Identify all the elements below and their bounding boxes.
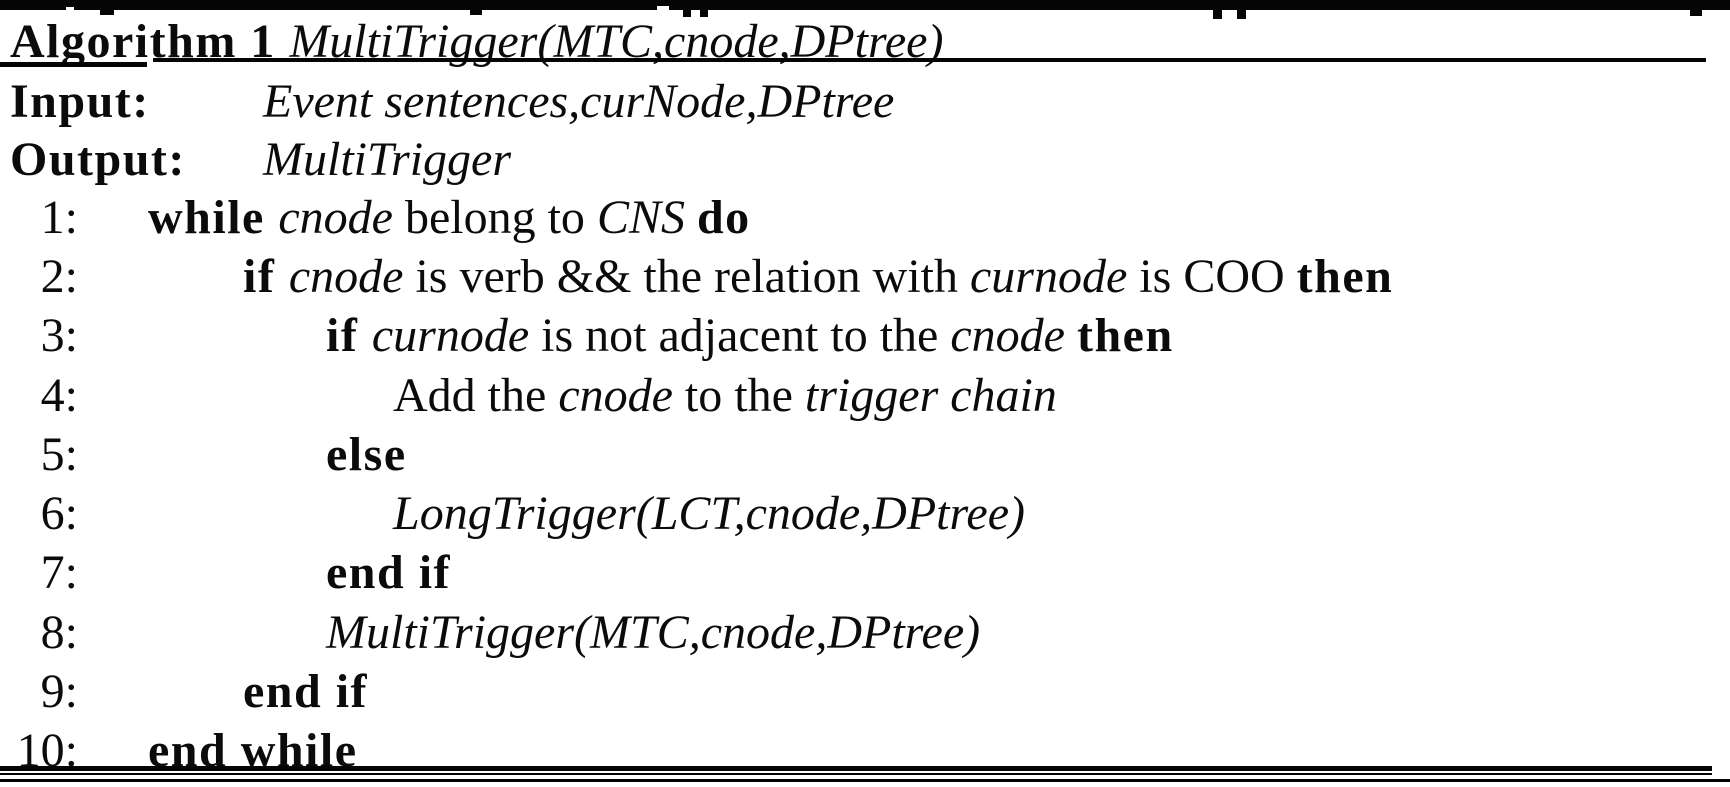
algorithm-line-8: 8: MultiTrigger(MTC,cnode,DPtree) (0, 605, 1730, 659)
output-value: MultiTrigger (263, 133, 512, 186)
line-text: if curnode is not adjacent to the cnode … (326, 309, 1174, 362)
caption-rule-left (0, 62, 147, 67)
line-text: if cnode is verb && the relation with cu… (243, 250, 1394, 303)
line-text: LongTrigger(LCT,cnode,DPtree) (393, 487, 1025, 540)
line-number: 4: (40, 369, 78, 422)
line-number: 3: (40, 309, 78, 362)
bottom-rule-thick (0, 766, 1712, 771)
algorithm-line-7: 7: end if (0, 545, 1730, 599)
algorithm-line-3: 3: if curnode is not adjacent to the cno… (0, 308, 1730, 362)
line-text: MultiTrigger(MTC,cnode,DPtree) (326, 606, 981, 659)
cropped-text-remnant-descender (1237, 10, 1246, 19)
cropped-text-remnant-bar (0, 0, 1730, 10)
cropped-text-remnant-descender (470, 10, 482, 15)
line-number: 9: (40, 665, 78, 718)
algorithm-line-1: 1: while cnode belong to CNS do (0, 190, 1730, 244)
cropped-text-remnant-descender (1213, 10, 1222, 19)
line-text: while cnode belong to CNS do (148, 191, 751, 244)
line-number: 5: (40, 428, 78, 481)
caption-rule-right (153, 58, 1706, 62)
cropped-text-remnant-gap (657, 6, 669, 10)
page-edge-line (0, 779, 1730, 782)
line-number: 7: (40, 546, 78, 599)
input-value: Event sentences,curNode,DPtree (263, 75, 895, 128)
output-row: Output: MultiTrigger (0, 132, 1730, 186)
cropped-text-remnant-descender (700, 10, 708, 17)
output-label: Output: (10, 133, 186, 186)
input-label: Input: (10, 75, 150, 128)
algorithm-line-6: 6: LongTrigger(LCT,cnode,DPtree) (0, 486, 1730, 540)
line-number: 8: (40, 606, 78, 659)
line-number: 2: (40, 250, 78, 303)
line-number: 1: (40, 191, 78, 244)
algorithm-line-5: 5: else (0, 427, 1730, 481)
line-text: end if (326, 546, 452, 599)
cropped-text-remnant-descender (1690, 10, 1702, 16)
cropped-text-remnant-gap (66, 7, 74, 10)
input-row: Input: Event sentences,curNode,DPtree (0, 74, 1730, 128)
line-number: 6: (40, 487, 78, 540)
line-text: Add the cnode to the trigger chain (393, 369, 1057, 422)
cropped-text-remnant-descender (100, 10, 114, 15)
algorithm-line-2: 2: if cnode is verb && the relation with… (0, 249, 1730, 303)
algorithm-line-4: 4: Add the cnode to the trigger chain (0, 368, 1730, 422)
bottom-rule-thin (0, 773, 1712, 775)
cropped-text-remnant-descender (683, 10, 691, 17)
line-text: end if (243, 665, 369, 718)
algorithm-line-9: 9: end if (0, 664, 1730, 718)
line-text: else (326, 428, 407, 481)
